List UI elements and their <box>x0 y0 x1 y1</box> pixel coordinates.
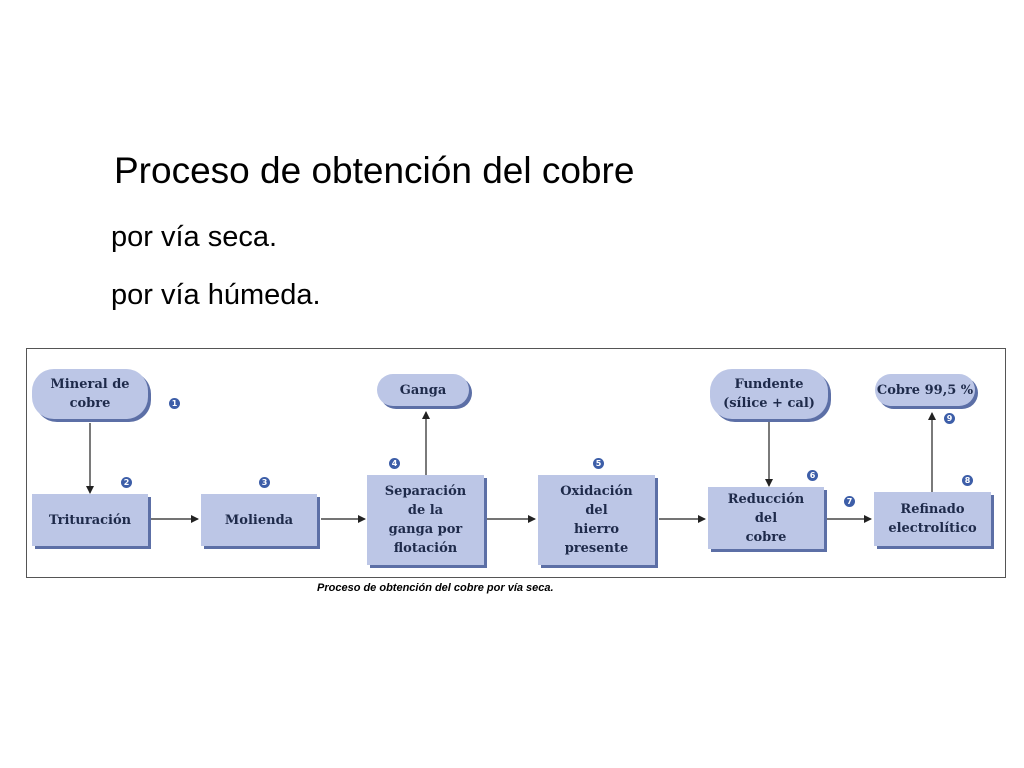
node-ganga: Ganga <box>377 374 469 406</box>
figure-caption: Proceso de obtención del cobre por vía s… <box>317 582 554 594</box>
marker-8: 8 <box>962 475 973 486</box>
marker-6: 6 <box>807 470 818 481</box>
step-oxidacion: Oxidación del hierro presente <box>538 475 655 565</box>
bullet-via-humeda: por vía húmeda. <box>111 279 321 311</box>
marker-5: 5 <box>593 458 604 469</box>
step-reduccion: Reducción del cobre <box>708 487 824 549</box>
slide-title: Proceso de obtención del cobre <box>114 150 635 191</box>
marker-4: 4 <box>389 458 400 469</box>
step-refinado: Refinado electrolítico <box>874 492 991 546</box>
marker-3: 3 <box>259 477 270 488</box>
node-mineral-de-cobre: Mineral de cobre <box>32 369 148 419</box>
step-trituracion: Trituración <box>32 494 148 546</box>
marker-2: 2 <box>121 477 132 488</box>
step-molienda: Molienda <box>201 494 317 546</box>
step-separacion: Separación de la ganga por flotación <box>367 475 484 565</box>
flow-arrows <box>86 411 936 523</box>
node-cobre-99-5: Cobre 99,5 % <box>875 374 975 406</box>
marker-9: 9 <box>944 413 955 424</box>
marker-1: 1 <box>169 398 180 409</box>
process-flow-diagram: Mineral de cobre Ganga Fundente (sílice … <box>26 348 1006 578</box>
marker-7: 7 <box>844 496 855 507</box>
node-fundente: Fundente (sílice + cal) <box>710 369 828 419</box>
bullet-via-seca: por vía seca. <box>111 221 278 253</box>
